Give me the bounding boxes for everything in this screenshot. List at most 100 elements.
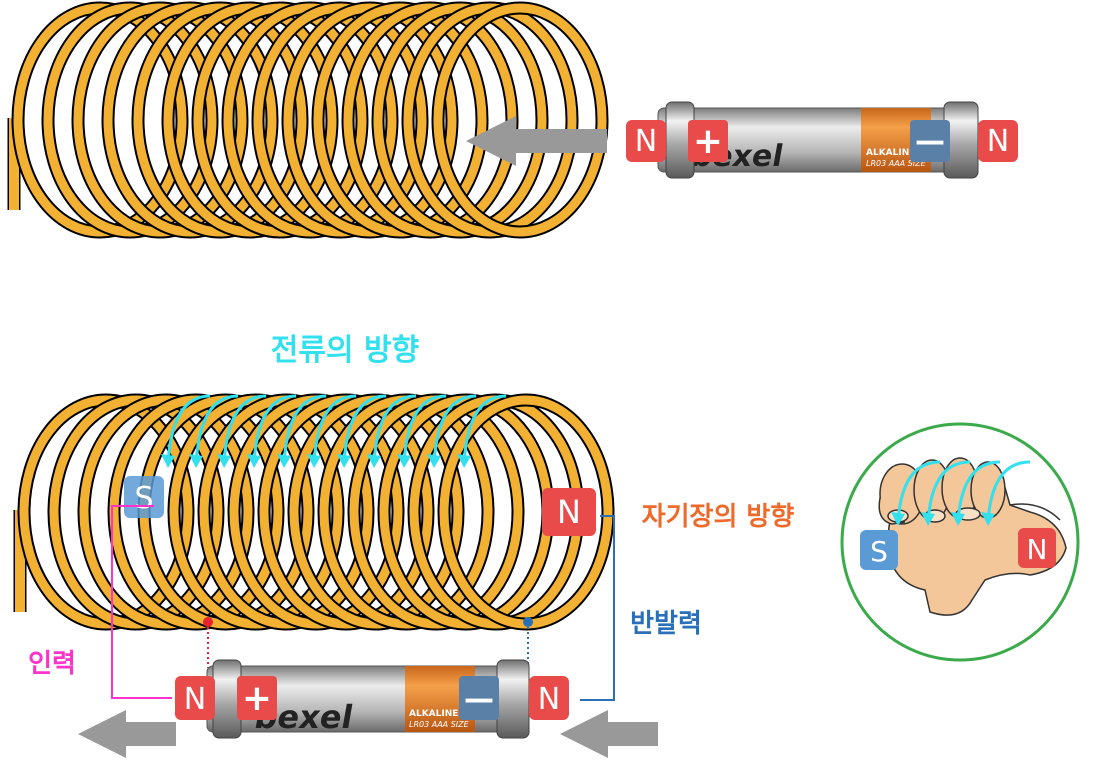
current-arrow bbox=[372, 394, 417, 465]
coil-loop bbox=[49, 395, 223, 629]
current-arrow-head bbox=[189, 454, 203, 468]
attraction-label: 인력 bbox=[28, 649, 76, 679]
current-arrow bbox=[896, 460, 941, 523]
top-battery: bexel ALKALINE LR03 AAA SIZE N + — N bbox=[626, 101, 1018, 179]
top-battery-north-pole-left bbox=[626, 120, 666, 162]
coil-loop bbox=[259, 395, 433, 629]
current-arrow-head bbox=[457, 454, 471, 468]
battery-size: LR03 AAA SIZE bbox=[866, 159, 927, 168]
coil-north-pole bbox=[542, 488, 596, 536]
coil-loop bbox=[43, 3, 217, 237]
bottom-coil bbox=[13, 393, 615, 631]
coil-loop bbox=[223, 3, 397, 237]
bottom-battery-north-pole-left bbox=[175, 676, 215, 720]
coil-loop bbox=[373, 3, 547, 237]
coil-loop bbox=[79, 395, 253, 629]
current-arrow bbox=[166, 394, 211, 465]
coil-loop bbox=[349, 395, 523, 629]
bottom-battery-north-label-left: N bbox=[184, 682, 206, 717]
current-arrow-head bbox=[951, 512, 965, 526]
hand-current-arrows bbox=[891, 460, 1031, 526]
repulsion-point bbox=[523, 617, 533, 627]
current-arrow-head bbox=[161, 454, 175, 468]
top-battery-plus-terminal bbox=[688, 120, 728, 162]
current-arrow bbox=[986, 460, 1031, 523]
current-arrow bbox=[432, 394, 477, 465]
coil-loop bbox=[133, 3, 307, 237]
coil-loop bbox=[283, 3, 457, 237]
current-arrow-head bbox=[307, 454, 321, 468]
current-arrow bbox=[402, 394, 447, 465]
top-battery-minus-label: — bbox=[915, 124, 945, 159]
bottom-battery-north-pole-right bbox=[529, 676, 569, 720]
current-arrow bbox=[926, 460, 971, 523]
coil-loop bbox=[199, 395, 373, 629]
current-arrow bbox=[194, 394, 239, 465]
bottom-battery-plus-label: + bbox=[242, 678, 272, 719]
bottom-right-motion-arrow bbox=[560, 710, 658, 758]
hand-south-label: S bbox=[870, 535, 888, 568]
current-arrow-head bbox=[921, 512, 935, 526]
hand-north-pole bbox=[1018, 528, 1056, 568]
current-direction-label: 전류의 방향 bbox=[271, 333, 419, 368]
field-direction-label: 자기장의 방향 bbox=[642, 502, 795, 532]
current-arrow-head bbox=[397, 454, 411, 468]
repulsion-label: 반발력 bbox=[630, 609, 702, 639]
bottom-battery-plus-terminal bbox=[237, 676, 277, 720]
bottom-battery-north-label-right: N bbox=[538, 682, 560, 717]
attraction-bracket bbox=[111, 505, 172, 699]
repulsion-bracket bbox=[580, 515, 615, 701]
current-arrows bbox=[161, 394, 507, 468]
coil-loop bbox=[229, 395, 403, 629]
current-arrow bbox=[956, 460, 1001, 523]
coil-loop bbox=[193, 3, 367, 237]
battery-size-bottom: LR03 AAA SIZE bbox=[409, 720, 470, 729]
top-battery-north-label-right: N bbox=[987, 124, 1009, 159]
current-arrow bbox=[462, 394, 507, 465]
top-battery-plus-label: + bbox=[693, 121, 723, 162]
coil-loop bbox=[433, 3, 607, 237]
battery-type: ALKALINE bbox=[866, 148, 915, 158]
current-arrow bbox=[282, 394, 327, 465]
top-battery-north-label-left: N bbox=[635, 124, 657, 159]
current-arrow bbox=[342, 394, 387, 465]
coil-loop bbox=[313, 3, 487, 237]
current-arrow bbox=[252, 394, 297, 465]
coil-loop bbox=[319, 395, 493, 629]
current-arrow-head bbox=[337, 454, 351, 468]
right-hand-rule-inset: S N bbox=[840, 422, 1080, 662]
coil-loop bbox=[289, 395, 463, 629]
attraction-point bbox=[203, 617, 213, 627]
coil-south-label: S bbox=[134, 481, 153, 516]
current-arrow-head bbox=[277, 454, 291, 468]
top-battery-north-pole-right bbox=[978, 120, 1018, 162]
battery-type-bottom: ALKALINE bbox=[409, 709, 458, 719]
current-arrow bbox=[312, 394, 357, 465]
bottom-battery-minus-terminal bbox=[459, 676, 499, 720]
coil-loop bbox=[253, 3, 427, 237]
current-arrow-head bbox=[891, 512, 905, 526]
top-battery-minus-terminal bbox=[910, 120, 950, 162]
current-arrow-head bbox=[217, 454, 231, 468]
coil-loop bbox=[403, 3, 577, 237]
bottom-battery: bexel ALKALINE LR03 AAA SIZE N + — N bbox=[175, 659, 569, 739]
current-arrow-head bbox=[427, 454, 441, 468]
current-arrow-head bbox=[981, 512, 995, 526]
hand-north-label: N bbox=[1027, 533, 1048, 566]
current-arrow-head bbox=[247, 454, 261, 468]
bottom-left-motion-arrow bbox=[78, 710, 176, 758]
coil-loop bbox=[103, 3, 277, 237]
coil-south-pole bbox=[124, 476, 164, 518]
bottom-battery-minus-label: — bbox=[464, 682, 494, 717]
current-arrow-head bbox=[367, 454, 381, 468]
coil-north-label: N bbox=[557, 493, 581, 531]
coil-loop bbox=[169, 395, 343, 629]
hand-south-pole bbox=[860, 530, 898, 570]
coil-loop bbox=[163, 3, 337, 237]
current-arrow bbox=[222, 394, 267, 465]
coil-loop bbox=[73, 3, 247, 237]
top-coil bbox=[7, 1, 609, 239]
coil-loop bbox=[13, 3, 187, 237]
